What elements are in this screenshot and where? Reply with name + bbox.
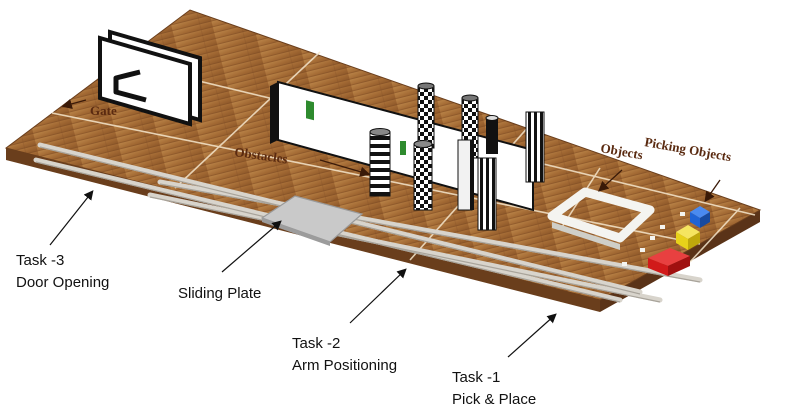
red-cube (648, 248, 690, 276)
task2-label: Task -2 (292, 335, 340, 352)
green-marker-1 (306, 100, 314, 121)
green-marker-2 (400, 141, 406, 155)
obstacle-pillars (369, 82, 545, 231)
objects-frame (547, 187, 655, 250)
objects-label: Objects (599, 140, 644, 162)
gate-label: Gate (90, 103, 117, 118)
sliding-plate (260, 195, 364, 243)
picking-cubes (648, 206, 710, 276)
task2-desc: Arm Positioning (292, 357, 397, 374)
obstacles-label: Obstacles (234, 144, 289, 166)
task1-desc: Pick & Place (452, 391, 536, 408)
task1-label: Task -1 (452, 369, 500, 386)
door-handle-icon (113, 69, 147, 103)
task3-desc: Door Opening (16, 274, 109, 291)
yellow-cube (676, 225, 700, 250)
sliding-plate-label: Sliding Plate (178, 285, 261, 302)
task3-label: Task -3 (16, 252, 64, 269)
task-annotations: Task -3 Door Opening Sliding Plate Task … (16, 190, 557, 408)
blue-cube (690, 206, 710, 228)
gate (98, 29, 202, 127)
picking-objects-label: Picking Objects (643, 134, 732, 164)
target-dots (622, 212, 685, 266)
